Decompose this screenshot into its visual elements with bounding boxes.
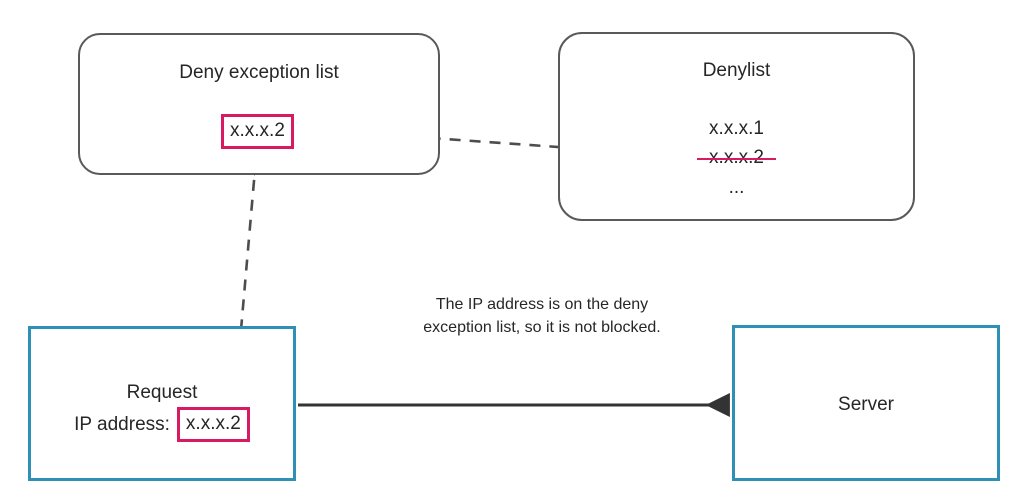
server-box — [732, 325, 1000, 481]
deny-exception-list-title: Deny exception list — [179, 62, 339, 83]
denylist-entry-ellipsis: ... — [728, 177, 745, 198]
request-ip-address-label: IP address: — [74, 414, 170, 435]
request-box — [28, 326, 296, 481]
request-label-group: Request IP address: x.x.x.2 — [28, 378, 296, 442]
flow-caption: The IP address is on the deny exception … — [382, 293, 702, 339]
request-ip-chip: x.x.x.2 — [176, 407, 250, 442]
flow-caption-line-1: The IP address is on the deny — [435, 296, 649, 313]
denylist-box — [558, 32, 915, 221]
server-title: Server — [838, 394, 894, 415]
deny-exception-list-box — [78, 33, 440, 175]
denylist-title: Denylist — [702, 60, 771, 81]
flow-caption-line-2: exception list, so it is not blocked. — [423, 319, 661, 336]
denylist-entry-2-struck: x.x.x.2 — [697, 143, 776, 172]
deny-exception-list-ip-chip: x.x.x.2 — [221, 114, 294, 149]
denylist-entry-row: x.x.x.2 — [558, 143, 915, 173]
request-line-1: Request — [126, 382, 198, 403]
denylist-entry-row: x.x.x.1 — [558, 114, 915, 143]
denylist-entry-row: ... — [558, 173, 915, 202]
denylist-entry-1: x.x.x.1 — [709, 118, 764, 139]
request-line-2-group: IP address: x.x.x.2 — [28, 407, 296, 442]
denylist-entries: x.x.x.1 x.x.x.2 ... — [558, 114, 915, 202]
